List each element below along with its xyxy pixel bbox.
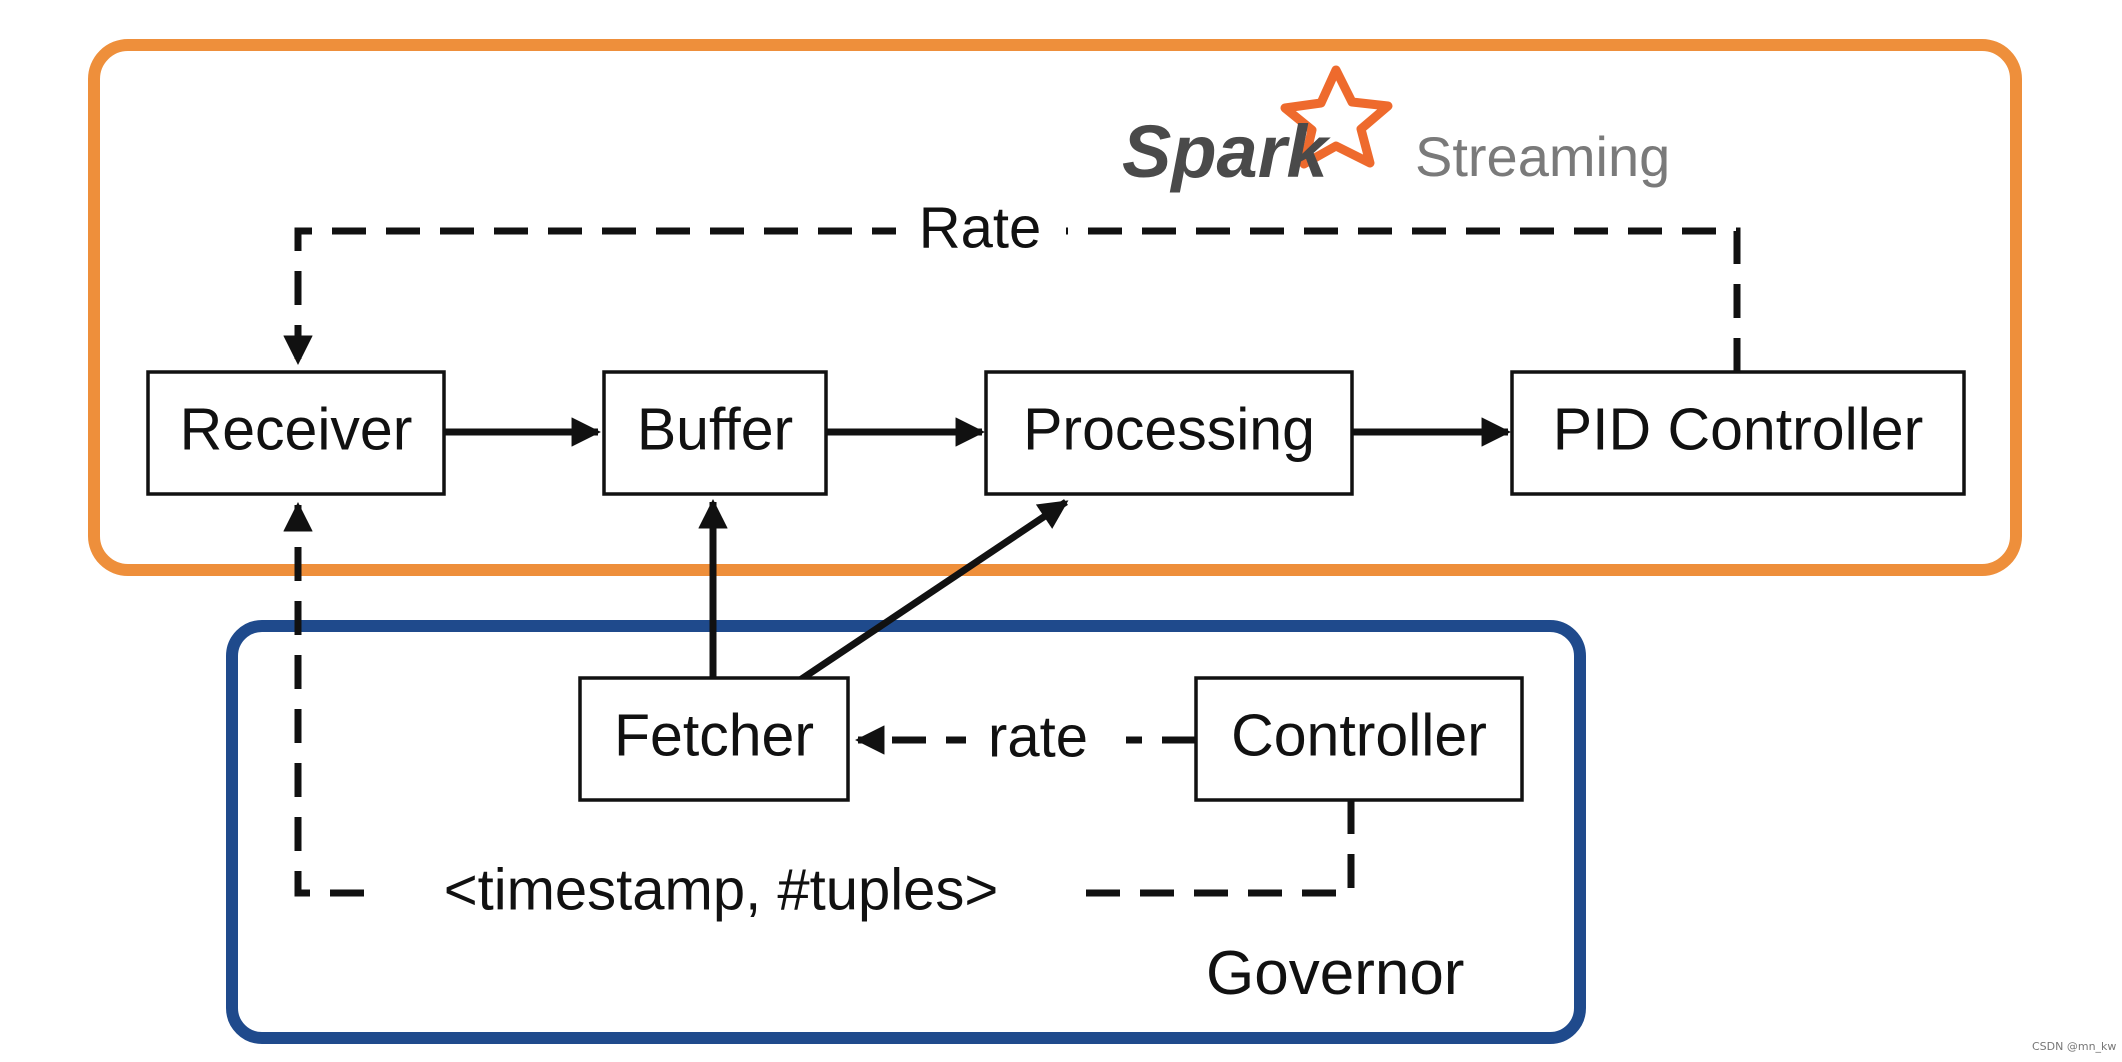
timestamp-tuples-label-bg xyxy=(380,858,1082,928)
fetcher-node: Fetcher xyxy=(578,676,850,802)
pid-controller-node-label: PID Controller xyxy=(1553,397,1924,463)
controller-node: Controller xyxy=(1194,676,1524,802)
governor-group xyxy=(226,620,1586,1044)
buffer-node-label: Buffer xyxy=(637,397,793,463)
processing-node: Processing xyxy=(984,370,1354,496)
rate-top-label: Rate xyxy=(919,195,1042,260)
buffer-node: Buffer xyxy=(602,370,828,496)
rate-top-label-bg xyxy=(896,196,1066,268)
processing-node-label: Processing xyxy=(1023,397,1315,463)
edge-fetcher-to-processing xyxy=(798,499,1069,683)
spark-streaming-group xyxy=(88,39,2022,576)
timestamp-tuples-label: <timestamp, #tuples> xyxy=(444,857,999,922)
controller-node-label: Controller xyxy=(1231,703,1487,769)
rate-bottom-label: rate xyxy=(988,704,1088,769)
edge-pid-controller-to-receiver xyxy=(283,227,1741,372)
fetcher-node-label: Fetcher xyxy=(614,703,814,769)
spark-streaming-logo: Spark Streaming xyxy=(1122,65,1670,193)
pid-controller-node: PID Controller xyxy=(1510,370,1966,496)
rate-bottom-label-bg xyxy=(966,706,1126,774)
governor-title: Governor xyxy=(1206,939,1464,1008)
watermark: CSDN @mn_kw xyxy=(2032,1040,2116,1053)
logo-word: Spark xyxy=(1122,110,1332,193)
logo-subtitle: Streaming xyxy=(1415,125,1670,188)
star-icon xyxy=(1280,65,1393,169)
receiver-node: Receiver xyxy=(146,370,446,496)
receiver-node-label: Receiver xyxy=(180,397,413,463)
